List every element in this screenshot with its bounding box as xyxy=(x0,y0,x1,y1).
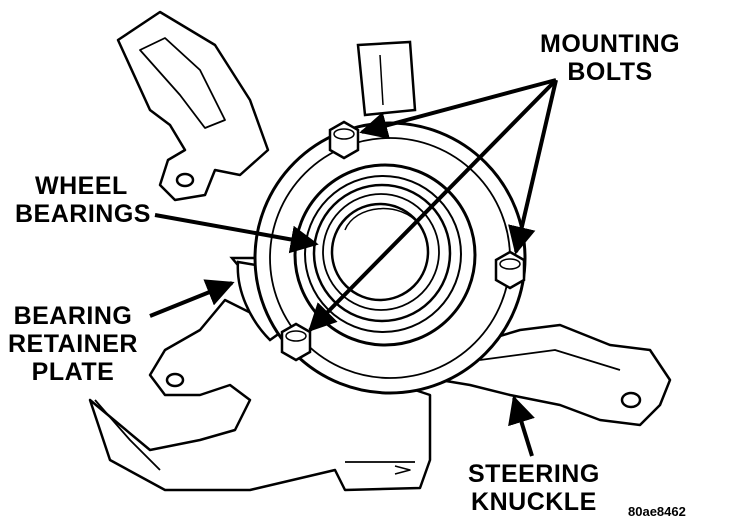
label-line: BOLTS xyxy=(567,58,653,86)
label-line: BEARINGS xyxy=(15,200,151,228)
label-line: BEARING xyxy=(13,302,133,330)
arrow-mounting-bolts-top xyxy=(359,78,557,139)
arrow-mounting-bolts-bottom xyxy=(308,78,558,332)
label-line: MOUNTING xyxy=(540,30,681,58)
label-bearing-retainer-plate: BEARING RETAINER PLATE xyxy=(8,302,138,386)
mounting-bolt-bottom xyxy=(280,322,312,362)
leader-arrows xyxy=(149,78,558,457)
arrow-mounting-bolts-right xyxy=(508,79,558,255)
arrow-steering-knuckle xyxy=(508,395,535,457)
mounting-bolt-right xyxy=(494,250,526,290)
label-line: STEERING xyxy=(468,460,600,488)
knuckle-post xyxy=(356,40,417,117)
label-line: PLATE xyxy=(31,358,115,386)
label-wheel-bearings: WHEEL BEARINGS xyxy=(15,172,151,228)
label-mounting-bolts: MOUNTING BOLTS xyxy=(540,30,680,86)
steering-arm xyxy=(438,323,672,427)
knuckle-body xyxy=(88,298,432,492)
arrow-retainer-plate xyxy=(149,279,235,318)
label-line: KNUCKLE xyxy=(471,488,597,516)
knuckle-upper-arm xyxy=(116,10,270,202)
mounting-bolt-top xyxy=(328,120,360,160)
label-line: RETAINER xyxy=(8,330,138,358)
arrow-wheel-bearings xyxy=(154,213,319,254)
label-steering-knuckle: STEERING KNUCKLE xyxy=(468,460,600,516)
figure-id: 80ae8462 xyxy=(628,504,686,519)
label-line: WHEEL xyxy=(35,172,128,200)
